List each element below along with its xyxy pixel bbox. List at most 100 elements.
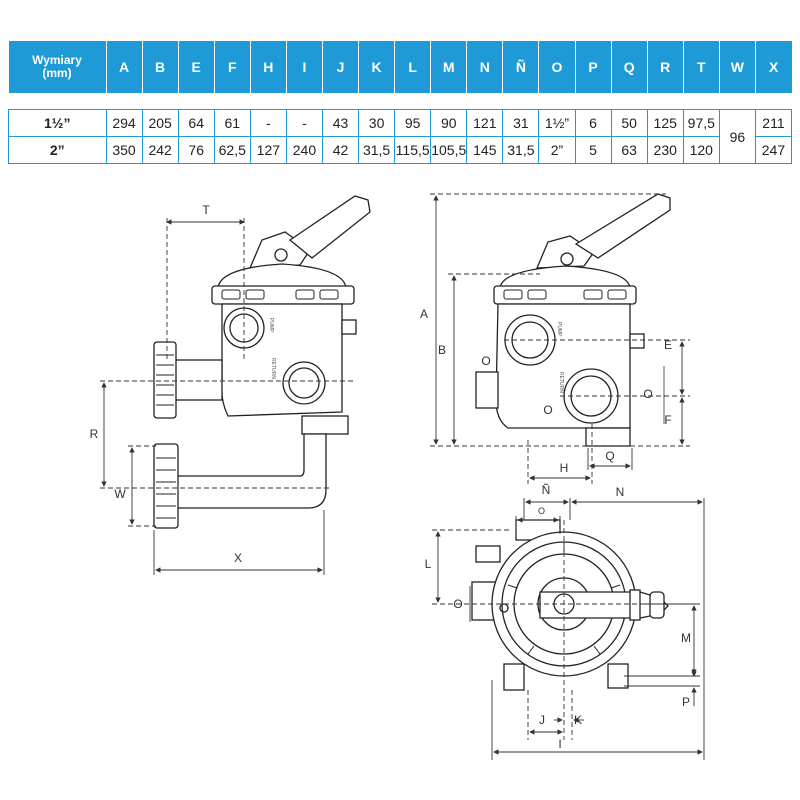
port-text-return-right: RETURN <box>558 372 564 393</box>
table-cell: 247 <box>754 136 793 164</box>
row-size-label: 2” <box>8 136 106 164</box>
table-cell: 230 <box>646 136 684 164</box>
header-label-line1: Wymiary <box>32 53 82 67</box>
table-header-col: M <box>430 41 467 93</box>
dim-label-H: H <box>560 461 569 475</box>
table-cell: 31,5 <box>358 136 395 164</box>
handle-left <box>248 195 371 269</box>
dim-label-O-right: O <box>643 387 652 401</box>
table-cell: 145 <box>466 136 503 164</box>
table-cell: 30 <box>358 109 395 137</box>
top-view <box>471 519 669 691</box>
table-header-col: T <box>682 41 720 93</box>
table-cell: 2” <box>538 136 576 164</box>
dim-label-X: X <box>234 551 242 565</box>
table-cell: 242 <box>141 136 179 164</box>
table-cell: 63 <box>610 136 648 164</box>
dim-label-B: B <box>438 343 446 357</box>
table-cell: 97,5 <box>682 109 720 137</box>
dim-label-Q: Q <box>605 449 614 463</box>
table-header-col: Q <box>610 41 648 93</box>
port-text-return-left: RETURN <box>270 358 276 379</box>
table-header-col: F <box>213 41 251 93</box>
table-cell: 31 <box>502 109 539 137</box>
port-text-pump-right: PUMP <box>556 322 562 337</box>
table-cell: 64 <box>177 109 215 137</box>
table-cell: 211 <box>754 109 793 137</box>
top-view-labels: Ñ N O L O M P J K I <box>425 483 691 751</box>
table-header-col: O <box>538 41 576 93</box>
table-cell-merged: 96 <box>718 109 756 164</box>
table-cell: 127 <box>249 136 287 164</box>
dim-label-W: W <box>114 487 126 501</box>
table-cell: 115,5 <box>394 136 431 164</box>
table-cell: 1½” <box>538 109 576 137</box>
table-cell: 205 <box>141 109 179 137</box>
dim-label-O-top: O <box>538 506 545 516</box>
table-cell: 43 <box>321 109 359 137</box>
dim-label-O-plan: O <box>453 597 462 611</box>
table-header-col: K <box>358 41 395 93</box>
side-view-left-dimensions <box>100 218 356 575</box>
table-cell: 121 <box>466 109 503 137</box>
dim-label-T: T <box>202 203 210 217</box>
table-header-col: A <box>105 41 143 93</box>
table-cell: 5 <box>574 136 612 164</box>
top-view-dimensions <box>432 498 705 760</box>
port-text-pump-left: PUMP <box>268 318 274 333</box>
front-view-right <box>475 193 671 447</box>
header-label-line2: (mm) <box>42 66 72 80</box>
dim-label-L: L <box>425 557 432 571</box>
dim-label-R: R <box>90 427 99 441</box>
dim-label-M: M <box>681 631 691 645</box>
table-cell: - <box>249 109 287 137</box>
table-header-col: H <box>249 41 287 93</box>
table-cell: 76 <box>177 136 215 164</box>
table-cell: 95 <box>394 109 431 137</box>
dim-label-O-mid: O <box>543 403 552 417</box>
table-cell: 90 <box>430 109 467 137</box>
table-cell: 31,5 <box>502 136 539 164</box>
table-cell: - <box>285 109 323 137</box>
table-cell: 105,5 <box>430 136 467 164</box>
table-header-col: B <box>141 41 179 93</box>
table-cell: 61 <box>213 109 251 137</box>
table-cell: 42 <box>321 136 359 164</box>
dim-label-O-left: O <box>481 354 490 368</box>
dim-label-N-tilde: Ñ <box>542 483 551 497</box>
table-cell: 6 <box>574 109 612 137</box>
table-header-col: J <box>321 41 359 93</box>
table-cell: 62,5 <box>213 136 251 164</box>
table-cell: 350 <box>105 136 143 164</box>
table-cell: 294 <box>105 109 143 137</box>
table-header-col: N <box>466 41 503 93</box>
dim-label-K: K <box>574 713 582 727</box>
table-header-col: Ñ <box>502 41 539 93</box>
front-view-right-dimensions <box>430 193 690 484</box>
dim-label-A: A <box>420 307 428 321</box>
table-cell: 125 <box>646 109 684 137</box>
front-view-right-labels: A B E F O O O H Q PUMP RETURN <box>420 307 672 475</box>
table-header-label: Wymiary (mm) <box>8 41 106 93</box>
table-cell: 120 <box>682 136 720 164</box>
dim-label-E: E <box>664 338 672 352</box>
table-header-col: L <box>394 41 431 93</box>
table-header-col: W <box>718 41 756 93</box>
side-view-left-labels: T R W X PUMP RETURN <box>90 203 276 565</box>
dim-label-N: N <box>616 485 625 499</box>
table-header-col: E <box>177 41 215 93</box>
dim-label-J: J <box>539 713 545 727</box>
side-view-left <box>153 195 371 529</box>
table-header-col: R <box>646 41 684 93</box>
table-header-col: I <box>285 41 323 93</box>
dim-label-F: F <box>664 413 671 427</box>
table-cell: 240 <box>285 136 323 164</box>
table-header-col: P <box>574 41 612 93</box>
table-cell: 50 <box>610 109 648 137</box>
dim-label-I: I <box>558 737 561 751</box>
